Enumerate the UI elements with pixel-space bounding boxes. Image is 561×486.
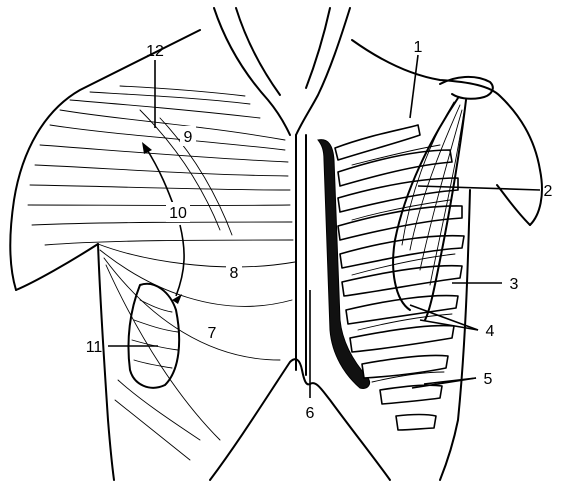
label-5: 5: [484, 371, 493, 388]
label-12: 12: [146, 43, 164, 60]
label-6: 6: [306, 405, 315, 422]
label-9: 9: [184, 129, 193, 146]
label-2: 2: [544, 183, 553, 200]
label-4: 4: [486, 323, 495, 340]
label-7: 7: [208, 325, 217, 342]
label-3: 3: [510, 276, 519, 293]
label-10: 10: [169, 205, 187, 222]
label-8: 8: [230, 265, 239, 282]
label-11: 11: [86, 339, 103, 356]
label-1: 1: [414, 39, 423, 56]
arrowhead-up: [142, 142, 152, 154]
leader-lines: [108, 55, 540, 398]
